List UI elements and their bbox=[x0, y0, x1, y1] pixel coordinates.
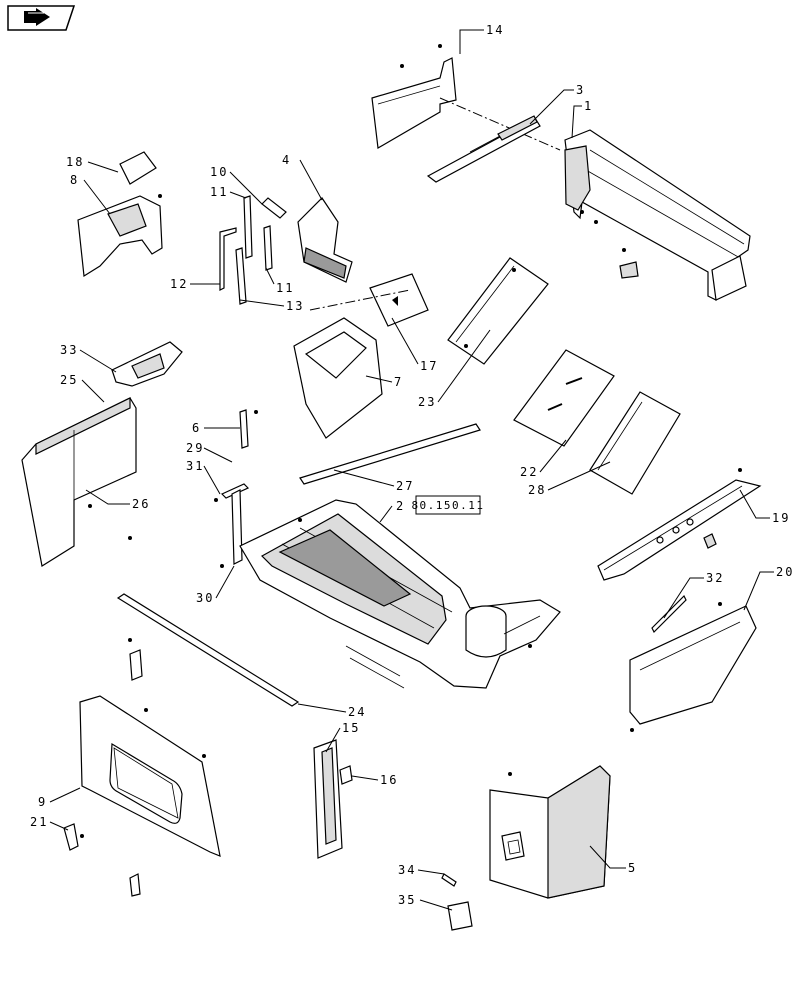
callout-34: 34 bbox=[398, 863, 416, 877]
part-3-rail bbox=[426, 115, 541, 183]
callout-18: 18 bbox=[66, 155, 84, 169]
callout-15: 15 bbox=[342, 721, 360, 735]
callout-10: 10 bbox=[210, 165, 228, 179]
callout-31: 31 bbox=[186, 459, 204, 473]
part-6-bracket bbox=[239, 409, 258, 449]
part-19-cross-beam bbox=[597, 468, 762, 581]
callout-labels: 14 3 1 18 8 10 11 4 12 11 13 17 7 23 33 … bbox=[30, 23, 794, 907]
part-15-post bbox=[313, 739, 343, 859]
part-23-panel bbox=[447, 257, 549, 365]
callout-19: 19 bbox=[772, 511, 790, 525]
part-14-rear-upper-panel bbox=[371, 44, 561, 151]
callout-4: 4 bbox=[282, 153, 291, 167]
part-7-side-panel bbox=[293, 289, 411, 439]
part-22-panel bbox=[513, 349, 615, 447]
callout-23: 23 bbox=[418, 395, 436, 409]
callout-20: 20 bbox=[776, 565, 794, 579]
callout-3: 3 bbox=[576, 83, 585, 97]
part-21-clip bbox=[63, 823, 84, 851]
part-29-31-30-strips bbox=[214, 483, 250, 568]
leader-lines bbox=[49, 29, 774, 911]
part-35-label-plate bbox=[447, 901, 473, 931]
part-28-panel bbox=[589, 391, 681, 495]
callout-11-upper: 11 bbox=[210, 185, 228, 199]
part-5-right-enclosure bbox=[489, 765, 611, 899]
part-10-strip bbox=[261, 197, 287, 219]
cross-reference-text: 80.150.11 bbox=[411, 499, 484, 512]
part-27-rod bbox=[299, 423, 481, 485]
small-bracket bbox=[129, 873, 141, 897]
part-16-clip bbox=[339, 765, 353, 785]
callout-7: 7 bbox=[394, 375, 403, 389]
callout-1: 1 bbox=[584, 99, 593, 113]
part-24-long-strip bbox=[116, 593, 300, 707]
callout-5: 5 bbox=[628, 861, 637, 875]
callout-12: 12 bbox=[170, 277, 188, 291]
part-17-plate bbox=[369, 273, 429, 327]
callout-30: 30 bbox=[196, 591, 214, 605]
callout-28: 28 bbox=[528, 483, 546, 497]
previous-page-button[interactable] bbox=[7, 5, 76, 31]
callout-2: 2 bbox=[396, 499, 405, 513]
callout-8: 8 bbox=[70, 173, 79, 187]
part-20-right-panel bbox=[629, 602, 757, 732]
part-34-fastener bbox=[441, 873, 457, 887]
part-1-upper-frame bbox=[564, 129, 751, 301]
callout-29: 29 bbox=[186, 441, 204, 455]
callout-6: 6 bbox=[192, 421, 201, 435]
callout-22: 22 bbox=[520, 465, 538, 479]
callout-25: 25 bbox=[60, 373, 78, 387]
callout-11-lower: 11 bbox=[276, 281, 294, 295]
callout-35: 35 bbox=[398, 893, 416, 907]
previous-page-arrow-icon bbox=[24, 8, 50, 26]
callout-9: 9 bbox=[38, 795, 47, 809]
callout-33: 33 bbox=[60, 343, 78, 357]
part-9-door-panel bbox=[79, 695, 221, 857]
callout-21: 21 bbox=[30, 815, 48, 829]
callout-13: 13 bbox=[286, 299, 304, 313]
callout-27: 27 bbox=[396, 479, 414, 493]
callout-16: 16 bbox=[380, 773, 398, 787]
cross-reference-box[interactable]: 80.150.11 bbox=[411, 495, 484, 515]
part-2-main-chassis bbox=[239, 499, 561, 689]
callout-17: 17 bbox=[420, 359, 438, 373]
part-8-bracket bbox=[77, 194, 163, 278]
part-32-rod bbox=[651, 594, 687, 634]
part-12-13-strips bbox=[219, 227, 247, 305]
callout-32: 32 bbox=[706, 571, 724, 585]
part-18-cover bbox=[119, 151, 157, 185]
part-33-bracket bbox=[111, 341, 183, 387]
callout-26: 26 bbox=[132, 497, 150, 511]
part-4-panel bbox=[297, 197, 353, 283]
part-11-strip bbox=[243, 195, 273, 271]
callout-24: 24 bbox=[348, 705, 366, 719]
bracket-hardware bbox=[128, 638, 143, 681]
part-25-left-cover bbox=[21, 397, 137, 567]
callout-14: 14 bbox=[486, 23, 504, 37]
